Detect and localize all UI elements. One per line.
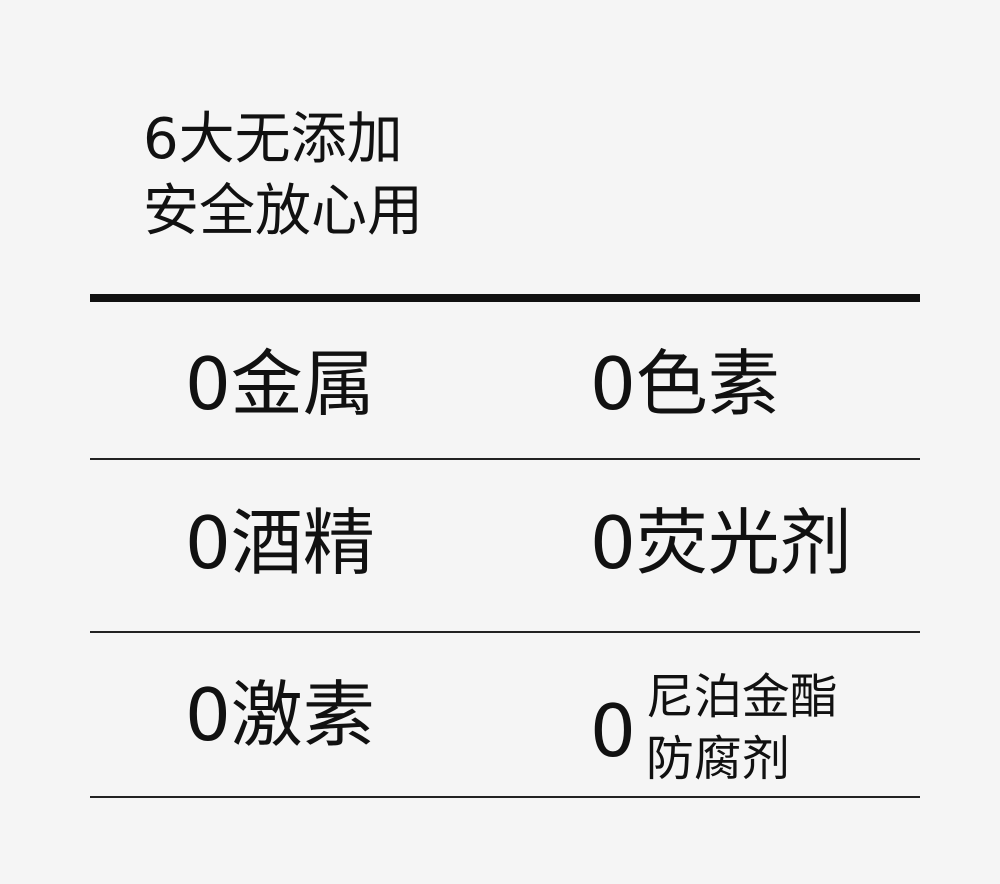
feature-no-paraben: 0 尼泊金酯 防腐剂 (590, 669, 838, 790)
thick-divider (90, 294, 920, 302)
headline: 6大无添加 安全放心用 (143, 104, 423, 248)
feature-no-metal: 0金属 (185, 342, 375, 426)
headline-line-2: 安全放心用 (143, 179, 423, 244)
headline-line-1: 6大无添加 (143, 107, 403, 172)
feature-no-hormone: 0激素 (185, 673, 375, 757)
feature-no-fluorescent: 0荧光剂 (590, 501, 852, 585)
row-divider (90, 458, 920, 460)
paraben-line-2: 防腐剂 (645, 731, 790, 787)
paraben-line-1: 尼泊金酯 (645, 669, 838, 725)
zero-label: 0 (590, 689, 636, 773)
feature-no-alcohol: 0酒精 (185, 501, 375, 585)
feature-no-pigment: 0色素 (590, 342, 780, 426)
row-divider (90, 796, 920, 798)
paraben-label: 尼泊金酯 防腐剂 (646, 666, 838, 790)
row-divider (90, 631, 920, 633)
